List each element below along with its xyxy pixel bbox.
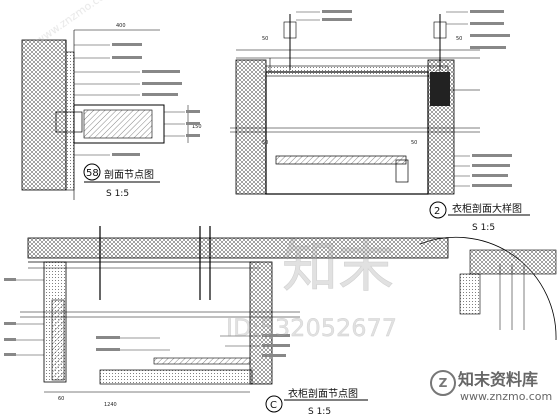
watermark-badge: Z 知末资料库 www.znzmo.com (424, 362, 558, 412)
dim-50-a: 50 (262, 36, 268, 42)
view-id-c: C (270, 400, 277, 411)
detail-callout (419, 236, 557, 341)
view-id-2: 2 (434, 206, 440, 217)
fixing-block (55, 111, 83, 133)
watermark-diagonal-url: www.znzmo.com (33, 0, 116, 47)
shelf (275, 155, 407, 165)
dim-50-c: 50 (262, 140, 268, 146)
wall-finish (65, 51, 75, 191)
dim-400: 400 (116, 23, 126, 29)
wardrobe-outline (265, 71, 429, 195)
dim-50-d: 50 (411, 140, 417, 146)
slab-hatch (27, 237, 449, 259)
view-2-section: 50 50 50 50 2 衣柜剖面大样图 S 1:5 (230, 10, 530, 233)
view-scale-58: S 1:5 (106, 189, 129, 199)
view-scale-c: S 1:5 (308, 407, 331, 417)
watermark-site-name: 知末资料库 (458, 370, 539, 389)
left-wall-hatch (235, 59, 267, 195)
dim-60: 60 (58, 396, 64, 402)
view-bubble-2 (429, 201, 447, 219)
watermark-brand: 知末 (282, 235, 394, 300)
view-title-58: 剖面节点图 (104, 168, 154, 181)
view-c-section: 60 1240 C 衣柜剖面节点图 S 1:5 (4, 226, 449, 417)
view-scale-2: S 1:5 (472, 223, 495, 233)
wall-hatch (21, 39, 67, 191)
view-id-58: 58 (86, 168, 99, 179)
light-fixture (430, 72, 450, 106)
view-bubble-c (265, 395, 283, 413)
dim-150: 150 (192, 124, 202, 130)
view-58-section: 400 150 58 剖面节点图 S 1:5 (21, 23, 202, 200)
watermark-logo-icon: Z (430, 370, 456, 396)
watermark-id: ID:532052677 (226, 314, 397, 342)
view-title-c: 衣柜剖面节点图 (288, 387, 358, 400)
watermark-url: www.znzmo.com (460, 390, 553, 403)
dim-50-b: 50 (456, 36, 462, 42)
view-title-2: 衣柜剖面大样图 (452, 202, 522, 215)
dim-1240: 1240 (104, 402, 117, 408)
view-bubble-58 (83, 163, 101, 181)
cabinet-core (83, 109, 153, 139)
